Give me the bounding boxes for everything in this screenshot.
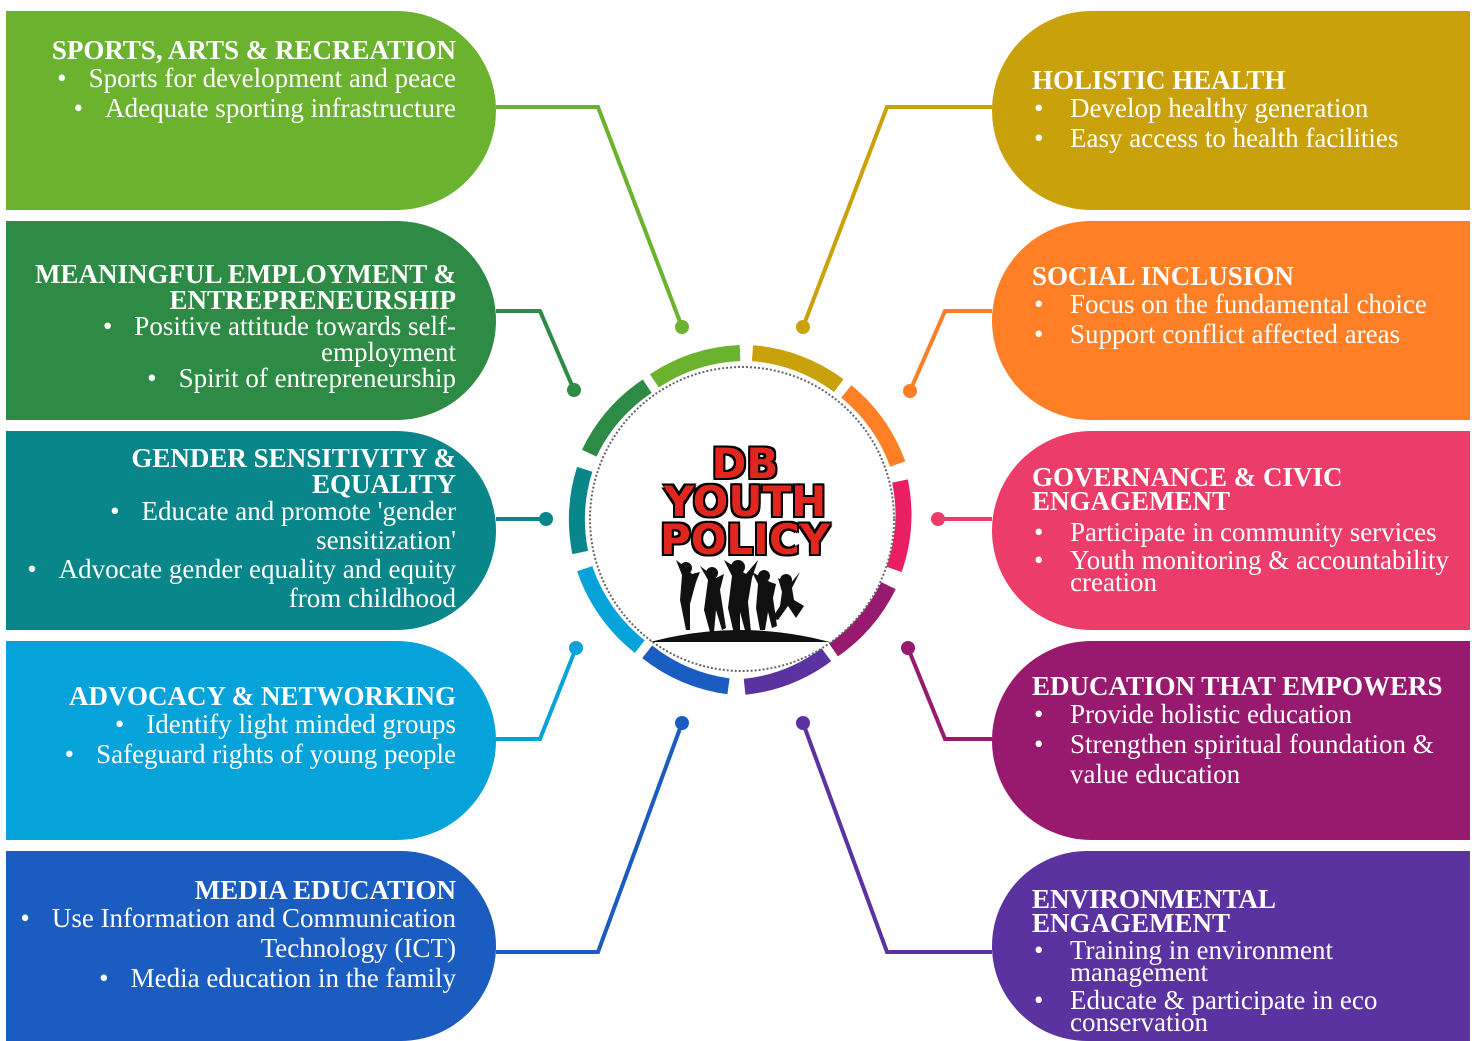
ring-segment-education (828, 581, 896, 657)
ring-segment-inclusion (841, 385, 906, 467)
pillar-bullets: •Educate and promote 'gender sensitizati… (12, 497, 456, 613)
pillar-employment: MEANINGFUL EMPLOYMENT & ENTREPRENEURSHIP… (6, 221, 496, 420)
connector-dot-gender (539, 512, 553, 526)
ring-segment-governance (886, 479, 912, 573)
center-title-line1: DB (711, 439, 779, 488)
connector-environment (801, 722, 992, 954)
bullet-item: •Educate and promote 'gender sensitizati… (110, 496, 456, 555)
pillar-title: MEDIA EDUCATION (194, 875, 456, 905)
connector-dot-education (901, 641, 915, 655)
bullet-item: •Develop healthy generation (1034, 93, 1369, 123)
bullet-item: •Support conflict affected areas (1034, 319, 1401, 349)
youth-silhouettes-icon (650, 560, 830, 642)
bullet-item: •Youth monitoring & accountability creat… (1034, 545, 1449, 597)
connector-inclusion (908, 309, 992, 392)
pillar-bullets: •Training in environment management •Edu… (1032, 935, 1466, 1037)
connector-dot-environment (796, 716, 810, 730)
connector-media (496, 722, 684, 954)
bullet-item: •Participate in community services (1034, 517, 1437, 547)
pillar-title: SPORTS, ARTS & RECREATION (51, 35, 456, 65)
pillar-bullets: •Sports for development and peace •Adequ… (12, 63, 456, 123)
pillar-advocacy: ADVOCACY & NETWORKING •Identify light mi… (6, 641, 496, 840)
pillar-bullets: •Positive attitude towards self-employme… (12, 311, 456, 393)
inner-circle (589, 366, 895, 672)
connector-dot-inclusion (903, 384, 917, 398)
pillar-bullets: •Provide holistic education •Strengthen … (1032, 699, 1466, 789)
bullet-item: •Sports for development and peace (57, 63, 456, 93)
ring-segment-health (751, 345, 844, 393)
connector-dot-health (796, 320, 810, 334)
connector-dot-sports (675, 320, 689, 334)
connector-health (801, 105, 992, 328)
pillar-media: MEDIA EDUCATION •Use Information and Com… (6, 851, 496, 1041)
bullet-item: •Training in environment management (1034, 935, 1333, 987)
pillar-inclusion: SOCIAL INCLUSION •Focus on the fundament… (992, 221, 1470, 420)
pillar-gender: GENDER SENSITIVITY & EQUALITY •Educate a… (6, 431, 496, 630)
connector-dot-media (675, 716, 689, 730)
bullet-item: •Spirit of entrepreneurship (147, 363, 456, 393)
center-title-line2: YOUTH (663, 477, 827, 526)
pillar-title: ADVOCACY & NETWORKING (69, 681, 456, 711)
pillar-governance: GOVERNANCE & CIVIC ENGAGEMENT •Participa… (992, 431, 1470, 630)
bullet-item: •Safeguard rights of young people (64, 739, 456, 769)
pillar-title: EDUCATION THAT EMPOWERS (1032, 671, 1443, 701)
segmented-ring (568, 345, 912, 695)
pillar-environment: ENVIRONMENTAL ENGAGEMENT •Training in en… (992, 851, 1470, 1041)
pillar-health: HOLISTIC HEALTH •Develop healthy generat… (992, 11, 1470, 210)
connector-dot-employment (567, 383, 581, 397)
connector-advocacy (496, 647, 578, 741)
bullet-item: •Media education in the family (99, 963, 456, 993)
pillar-bullets: •Use Information and Communication Techn… (12, 903, 456, 993)
pillar-bullets: •Identify light minded groups •Safeguard… (12, 709, 456, 769)
center-title: DB YOUTH POLICY (620, 439, 870, 564)
pillar-title: HOLISTIC HEALTH (1032, 65, 1286, 95)
bullet-item: •Adequate sporting infrastructure (73, 93, 456, 123)
pillar-title: MEANINGFUL EMPLOYMENT & ENTREPRENEURSHIP (34, 259, 456, 315)
bullet-item: •Strengthen spiritual foundation & value… (1034, 729, 1434, 789)
pillar-bullets: •Focus on the fundamental choice •Suppor… (1032, 289, 1466, 349)
bullet-item: •Focus on the fundamental choice (1034, 289, 1427, 319)
connector-employment (496, 309, 576, 391)
bullet-item: •Easy access to health facilities (1034, 123, 1399, 153)
pillar-education: EDUCATION THAT EMPOWERS •Provide holisti… (992, 641, 1470, 840)
bullet-item: •Use Information and Communication Techn… (20, 903, 456, 963)
connector-education (906, 647, 992, 741)
pillar-sports: SPORTS, ARTS & RECREATION •Sports for de… (6, 11, 496, 210)
bullet-item: •Positive attitude towards self-employme… (102, 311, 456, 367)
connector-dot-governance (931, 512, 945, 526)
ring-segment-media (642, 645, 730, 695)
pillar-title: GENDER SENSITIVITY & EQUALITY (131, 443, 456, 499)
bullet-item: •Educate & participate in eco conservati… (1034, 985, 1378, 1037)
ring-segment-sports (649, 345, 741, 388)
ring-segment-employment (581, 379, 652, 457)
ring-segment-environment (743, 648, 832, 695)
bullet-item: •Advocate gender equality and equity fro… (27, 554, 456, 613)
bullet-item: •Identify light minded groups (114, 709, 456, 739)
pillar-bullets: •Participate in community services •Yout… (1032, 517, 1466, 597)
connector-sports (496, 105, 684, 328)
ring-segment-gender (568, 466, 593, 555)
pillar-title: SOCIAL INCLUSION (1032, 261, 1294, 291)
center-title-line3: POLICY (659, 515, 831, 564)
pillar-bullets: •Develop healthy generation •Easy access… (1032, 93, 1466, 153)
pillar-title: ENVIRONMENTAL ENGAGEMENT (1032, 884, 1275, 938)
ring-segment-advocacy (577, 565, 645, 653)
bullet-item: •Provide holistic education (1034, 699, 1352, 729)
connector-dot-advocacy (569, 641, 583, 655)
pillar-title: GOVERNANCE & CIVIC ENGAGEMENT (1032, 462, 1343, 516)
